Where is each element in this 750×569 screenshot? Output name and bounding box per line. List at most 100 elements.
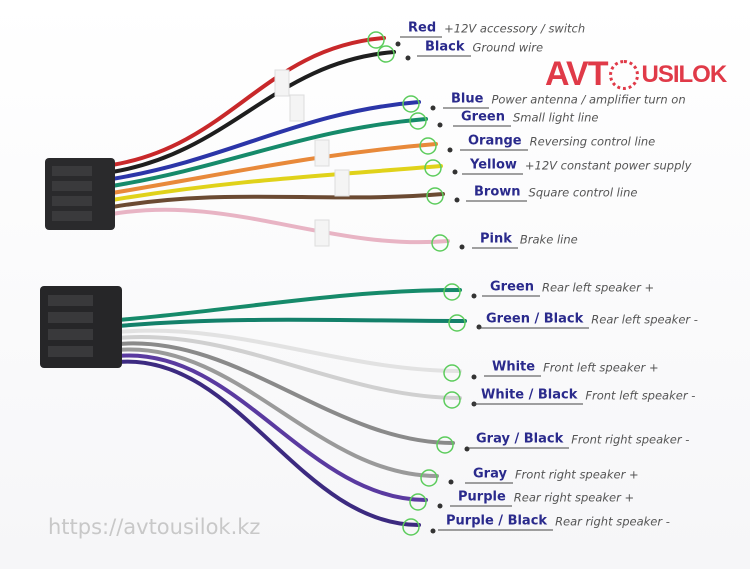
strip-marker-circle	[443, 364, 461, 382]
sun-icon	[609, 59, 640, 90]
leader-dot	[405, 55, 411, 61]
leader-dot	[430, 105, 436, 111]
wire-function: Small light line	[512, 110, 599, 125]
wire-color-name: White	[484, 360, 542, 377]
strip-marker-circle	[402, 518, 420, 536]
wire-function: Rear left speaker -	[591, 312, 698, 327]
wire-function: Ground wire	[472, 40, 544, 55]
strip-marker-circle	[424, 159, 442, 177]
wire-color-name: Red	[400, 21, 443, 38]
connector-slot	[48, 295, 93, 306]
leader-dot	[437, 503, 443, 509]
strip-marker-circle	[402, 95, 420, 113]
strip-marker-circle	[409, 112, 427, 130]
wire-function: Power antenna / amplifier turn on	[491, 92, 686, 107]
wire	[116, 328, 462, 373]
wire	[110, 164, 443, 202]
strip-marker-circle	[409, 493, 427, 511]
wire	[110, 50, 396, 174]
strip-marker-circle	[419, 137, 437, 155]
connector-slot	[52, 196, 92, 206]
connector-slot	[52, 211, 92, 221]
strip-marker-circle	[420, 469, 438, 487]
leader-dot	[471, 293, 477, 299]
wire-color-name: Black	[417, 40, 471, 57]
wire-color-name: Green	[482, 280, 540, 297]
leader-dot	[471, 374, 477, 380]
strip-marker-circle	[431, 234, 449, 252]
wire	[116, 347, 439, 478]
wire	[110, 192, 445, 209]
leader-dot	[395, 41, 401, 47]
connector-slot	[52, 181, 92, 191]
watermark-url: https://avtousilok.kz	[48, 515, 261, 539]
wire	[116, 359, 421, 527]
connector-slot	[48, 329, 93, 340]
wire	[110, 100, 421, 181]
wire-color-name: Gray / Black	[468, 432, 570, 449]
wire-color-name: Purple / Black	[438, 514, 554, 531]
logo-text-left: AVT	[545, 55, 608, 93]
logo-text-right: USILOK	[641, 60, 727, 88]
wire-label: Yellow+12V constant power supply	[462, 158, 691, 175]
wire-function: Front right speaker -	[571, 432, 690, 447]
wire-function: Rear right speaker -	[555, 514, 670, 529]
wire-function: Front left speaker +	[543, 360, 659, 375]
wire	[116, 288, 462, 322]
connector-slot	[48, 346, 93, 357]
wire-color-name: Blue	[443, 92, 490, 109]
wire-function: Square control line	[528, 185, 638, 200]
wire	[110, 117, 428, 188]
wire	[116, 341, 455, 445]
wire-color-name: Yellow	[462, 158, 523, 175]
leader-dot	[430, 528, 436, 534]
wire-function: Front right speaker +	[514, 467, 639, 482]
leader-dot	[452, 169, 458, 175]
wire-tag	[289, 94, 305, 122]
wire-label: Red+12V accessory / switch	[400, 21, 585, 38]
strip-marker-circle	[443, 391, 461, 409]
wire-function: Front left speaker -	[585, 388, 696, 403]
wire-function: +12V accessory / switch	[444, 21, 586, 36]
wire-color-name: Pink	[472, 232, 518, 249]
wire-color-name: Green	[453, 110, 511, 127]
leader-dot	[459, 244, 465, 250]
leader-dot	[437, 122, 443, 128]
strip-marker-circle	[443, 283, 461, 301]
strip-marker-circle	[436, 436, 454, 454]
wire-function: Rear right speaker +	[513, 490, 635, 505]
wire	[116, 317, 467, 328]
brand-logo: AVT USILOK	[545, 55, 727, 94]
connector-slot	[48, 312, 93, 323]
wire	[110, 36, 386, 167]
wire	[116, 335, 462, 400]
wire-color-name: Orange	[460, 134, 528, 151]
wire-color-name: Gray	[465, 467, 513, 484]
leader-dot	[447, 147, 453, 153]
wire-function: Brake line	[519, 232, 578, 247]
wire-tag	[274, 69, 290, 97]
wire-function: Rear left speaker +	[541, 280, 655, 295]
wire-tag	[314, 219, 330, 247]
strip-marker-circle	[448, 314, 466, 332]
wire-color-name: Brown	[466, 185, 527, 202]
strip-marker-circle	[377, 45, 395, 63]
leader-dot	[448, 479, 454, 485]
wire-function: +12V constant power supply	[524, 158, 692, 173]
wire-color-name: Purple	[450, 490, 512, 507]
